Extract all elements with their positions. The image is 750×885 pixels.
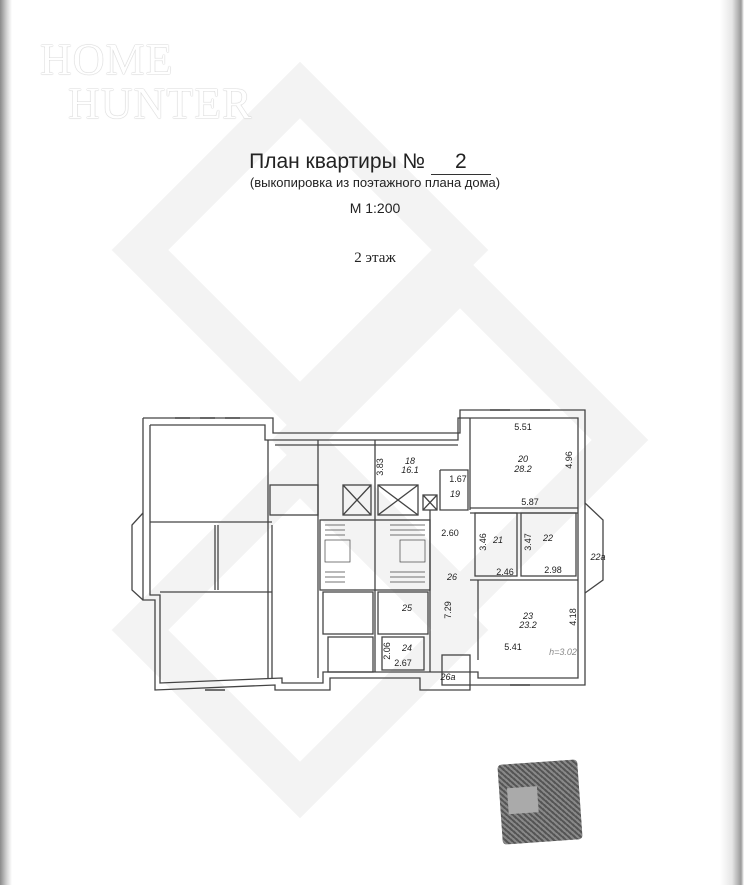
room-26-number: 26 [446,572,457,582]
room-18-number: 18 [405,456,415,466]
dim-3.83: 3.83 [375,458,385,476]
title-text: План квартиры № [249,150,426,173]
outer-wall [142,409,586,691]
dim-5.51: 5.51 [514,422,532,432]
scale: М 1:200 [349,200,401,216]
dim-1.67: 1.67 [449,474,467,484]
home-hunter-watermark-logo: HOME HUNTER [40,38,252,126]
left-bay [131,512,144,601]
dim-2.60: 2.60 [441,528,459,538]
dim-3.47: 3.47 [523,533,533,551]
apartment-number: 2 [430,150,491,175]
page-title: План квартиры № 2 [0,150,745,175]
dim-5.87: 5.87 [521,497,539,507]
ceiling-height: h=3.02 [549,647,577,657]
watermark-line1: HOME [40,35,174,84]
hologram-stamp [497,759,583,845]
dim-5.41: 5.41 [504,642,522,652]
room-18-area: 16.1 [401,465,419,475]
dim-2.67: 2.67 [394,658,412,668]
floor-label: 2 этаж [354,250,396,266]
dim-2.06: 2.06 [382,642,392,660]
dim-4.18: 4.18 [568,608,578,626]
dim-2.98: 2.98 [544,565,562,575]
room-23-number: 23 [522,611,533,621]
room-25-number: 25 [401,603,413,613]
room-20-number: 20 [517,454,528,464]
room-20-area: 28.2 [513,464,532,474]
inner-wall [149,417,579,684]
subtitle: (выкопировка из поэтажного плана дома) [249,175,501,190]
scan-edge-left [0,0,12,885]
room-26a-number: 26a [439,672,455,682]
room-24-number: 24 [401,643,412,653]
scan-edge-right [720,0,750,885]
dim-2.46: 2.46 [496,567,514,577]
room-22a-number: 22a [589,552,605,562]
dim-3.46: 3.46 [478,533,488,551]
room-19-number: 19 [450,489,460,499]
room-23-area: 23.2 [518,620,537,630]
room-22-number: 22 [542,533,553,543]
room-21-number: 21 [492,535,503,545]
watermark-line2: HUNTER [68,79,253,128]
dim-7.29: 7.29 [443,601,453,619]
dim-4.96: 4.96 [564,451,574,469]
right-bay [584,502,604,594]
